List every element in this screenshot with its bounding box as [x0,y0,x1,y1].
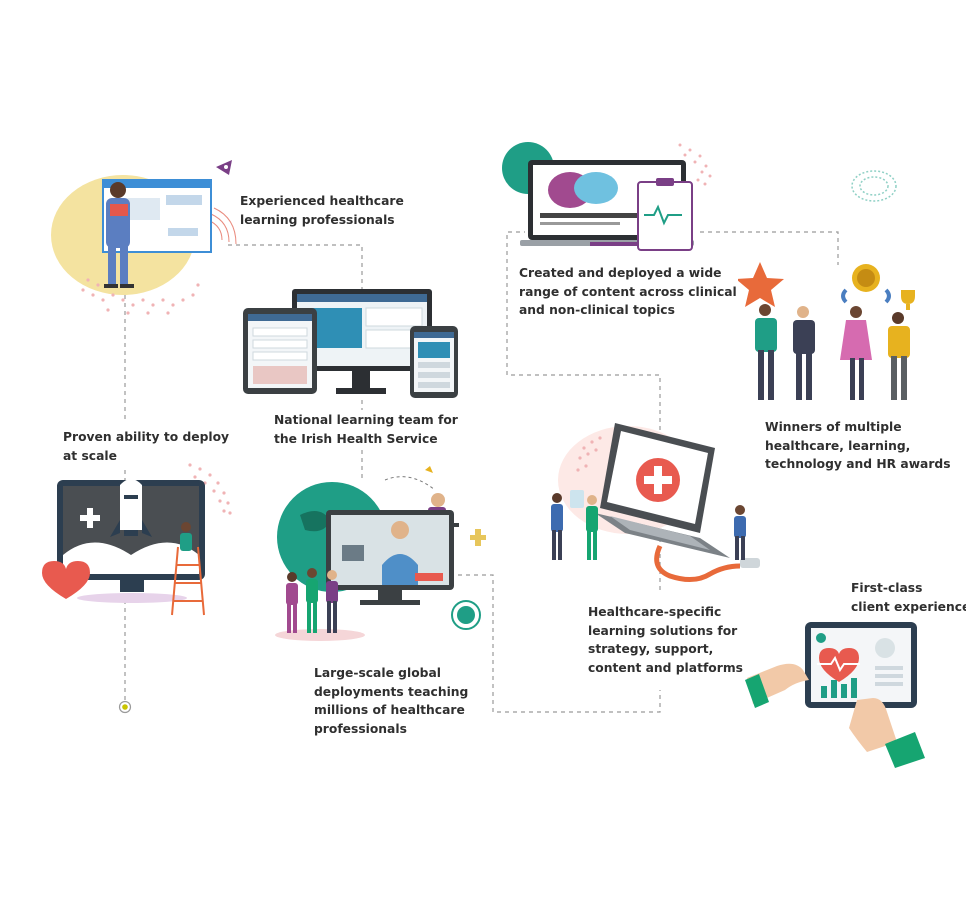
nurse-at-whiteboard-illustration [51,175,237,315]
label-global: Large-scale global deployments teaching … [314,664,468,738]
label-line: the Irish Health Service [274,431,438,446]
label-winners: Winners of multiple healthcare, learning… [765,418,951,474]
label-line: learning professionals [240,212,395,227]
healthcare-laptop-illustration [551,423,760,582]
label-proven: Proven ability to deploy at scale [63,428,229,465]
label-line: content and platforms [588,660,743,675]
label-line: and non-clinical topics [519,303,675,317]
label-line: healthcare, learning, [765,438,911,453]
label-line: Experienced healthcare [240,194,404,208]
label-created: Created and deployed a wide range of con… [519,264,737,320]
label-line: Large-scale global [314,666,441,680]
label-line: Created and deployed a wide [519,266,722,280]
label-line: Proven ability to deploy [63,430,230,444]
label-line: First-class [851,581,923,595]
label-national: National learning team for the Irish Hea… [274,411,458,448]
label-line: learning solutions for [588,623,738,638]
award-winners-illustration [738,262,915,400]
label-client: First-class client experience [851,579,966,616]
label-line: at scale [63,448,117,463]
label-specific: Healthcare-specific learning solutions f… [588,603,743,677]
teal-sphere-decoration [851,170,897,202]
global-video-illustration [275,466,486,641]
label-line: range of content across clinical [519,284,737,299]
laptop-course-illustration [502,142,712,251]
label-line: Winners of multiple [765,420,902,434]
triangle-icon [216,160,232,175]
label-line: technology and HR awards [765,457,951,471]
label-line: client experience [851,599,966,614]
label-line: millions of healthcare [314,703,465,717]
label-line: deployments teaching [314,684,469,699]
rocket-monitor-illustration [42,463,232,616]
label-line: strategy, support, [588,642,714,656]
label-experienced: Experienced healthcare learning professi… [240,192,404,229]
label-line: National learning team for [274,413,458,427]
devices-illustration [243,289,458,398]
label-line: professionals [314,721,407,736]
label-line: Healthcare-specific [588,605,722,619]
tablet-hands-illustration [745,622,925,768]
